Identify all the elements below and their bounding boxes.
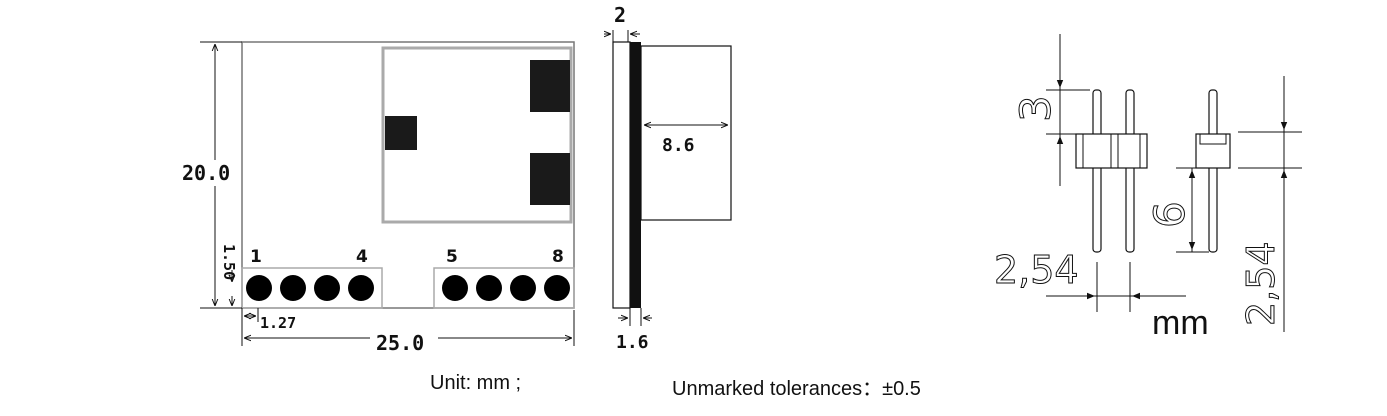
depth-dimension: 8.6 [662, 135, 695, 156]
unit-note: Unit: mm ; [430, 372, 522, 394]
shield-side [640, 45, 732, 221]
pitch-horizontal-dimension: 2,54 [994, 248, 1079, 292]
pad [442, 275, 468, 301]
top-dimension: 2 [614, 3, 626, 27]
header-pin [1092, 89, 1102, 253]
pcb-thickness-dimension: 1.6 [616, 332, 649, 353]
pad [476, 275, 502, 301]
tolerance-note: Unmarked tolerances：±0.5 [672, 378, 921, 400]
module-outline [241, 41, 575, 309]
header-block-side [1195, 133, 1231, 169]
pcb-copper [630, 42, 641, 308]
pad [348, 275, 374, 301]
unit-label: mm [1152, 304, 1209, 342]
height-dimension: 20.0 [182, 161, 230, 185]
pad [246, 275, 272, 301]
shield-pad-bottom [530, 153, 570, 205]
pin-header: 3 6 2,54 2,54 mm [994, 34, 1302, 342]
pad-group-left [241, 267, 383, 309]
pin-tip-dimension: 3 [1011, 95, 1060, 122]
header-pin [1125, 89, 1135, 253]
pin-length-dimension: 6 [1145, 201, 1194, 228]
pad [280, 275, 306, 301]
shield-pad-left [385, 116, 417, 150]
shield-pad-top [530, 60, 570, 112]
pad [314, 275, 340, 301]
front-view: 1 4 5 8 20.0 1.50 1.27 25.0 [182, 41, 575, 355]
pad-offset-dimension: 1.50 [220, 244, 238, 280]
pad [510, 275, 536, 301]
pitch-dimension: 1.27 [260, 314, 296, 332]
pcb-side [612, 41, 631, 309]
pad [544, 275, 570, 301]
pad-group-right [433, 267, 575, 309]
width-dimension: 25.0 [376, 331, 424, 355]
shield-can [381, 46, 573, 224]
side-view: 2 8.6 1.6 [604, 3, 732, 353]
header-pin-side [1208, 89, 1218, 253]
pin-label-4: 4 [356, 247, 368, 267]
block-height-dimension: 2,54 [1239, 241, 1283, 326]
pin-label-8: 8 [552, 247, 564, 267]
pin-label-5: 5 [446, 247, 458, 267]
pin-label-1: 1 [250, 247, 262, 267]
